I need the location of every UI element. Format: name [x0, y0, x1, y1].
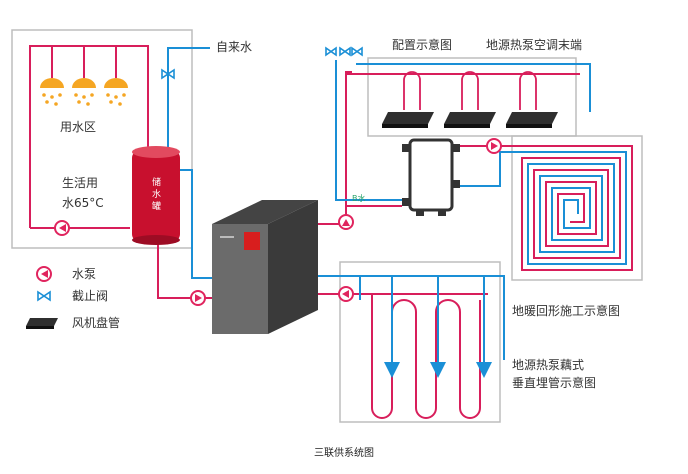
floor-heating-label: 地暖回形施工示意图: [512, 304, 621, 318]
fan-coil-icon: [444, 112, 496, 128]
valve-icon: [351, 46, 363, 57]
tank-label-1: 储: [152, 178, 162, 188]
fan-coil-icon: [26, 318, 58, 329]
domestic-water-label: 生活用: [62, 176, 99, 190]
borehole-label-2: 垂直埋管示意图: [512, 376, 597, 390]
plate-heat-exchanger: [402, 138, 460, 216]
config-diagram-label: 配置示意图: [392, 38, 453, 52]
legend-pump-label: 水泵: [72, 267, 97, 281]
legend-fan-coil-label: 风机盘管: [72, 316, 121, 330]
pump-icon: [54, 220, 70, 236]
pump-icon: [190, 290, 206, 306]
valve-icon: [325, 46, 337, 57]
pump-icon: [36, 266, 52, 282]
legend-icons: [26, 266, 58, 329]
tank-label-2: 水: [152, 190, 162, 200]
floor-heating-frame: [511, 135, 643, 281]
fan-coil-icon: [506, 112, 558, 128]
shower-head-icon: [72, 78, 96, 88]
pump-icon: [486, 138, 502, 154]
pump-icon: [338, 286, 354, 302]
valve-icon: [339, 46, 351, 57]
shower-head-icon: [104, 78, 128, 88]
water-temp-label: 水65°C: [62, 196, 104, 210]
borehole-loops: [352, 276, 492, 419]
shower-heads: [40, 78, 128, 106]
valve-icon: [161, 68, 175, 80]
borehole-frame: [339, 261, 501, 423]
water-use-frame: [11, 29, 193, 249]
terminal-title-label: 地源热泵空调末端: [486, 38, 583, 52]
fan-coil-loops: [403, 71, 537, 110]
valve-icon: [37, 290, 51, 302]
borehole-label-1: 地源热泵藕式: [512, 358, 585, 372]
floor-heating-coil: [512, 145, 633, 271]
legend-valve-label: 截止阀: [72, 289, 109, 303]
water-use-area-label: 用水区: [60, 120, 97, 134]
fan-coil-icon: [382, 112, 434, 128]
tap-water-label: 自来水: [216, 40, 253, 54]
small-tag-label: B水: [352, 194, 366, 203]
storage-tank: [132, 146, 180, 245]
valves: [161, 46, 363, 80]
terminal-frame: [367, 57, 577, 137]
hot-water-pipes: [29, 45, 580, 299]
heat-pump-unit: [212, 200, 318, 334]
pump-icon: [338, 214, 354, 230]
tank-label-3: 罐: [152, 202, 162, 212]
shower-head-icon: [40, 78, 64, 88]
fan-coil-units: [382, 112, 558, 128]
pumps: [54, 138, 502, 306]
cold-water-pipes: [167, 47, 591, 360]
diagram-caption: 三联供系统图: [314, 448, 374, 459]
